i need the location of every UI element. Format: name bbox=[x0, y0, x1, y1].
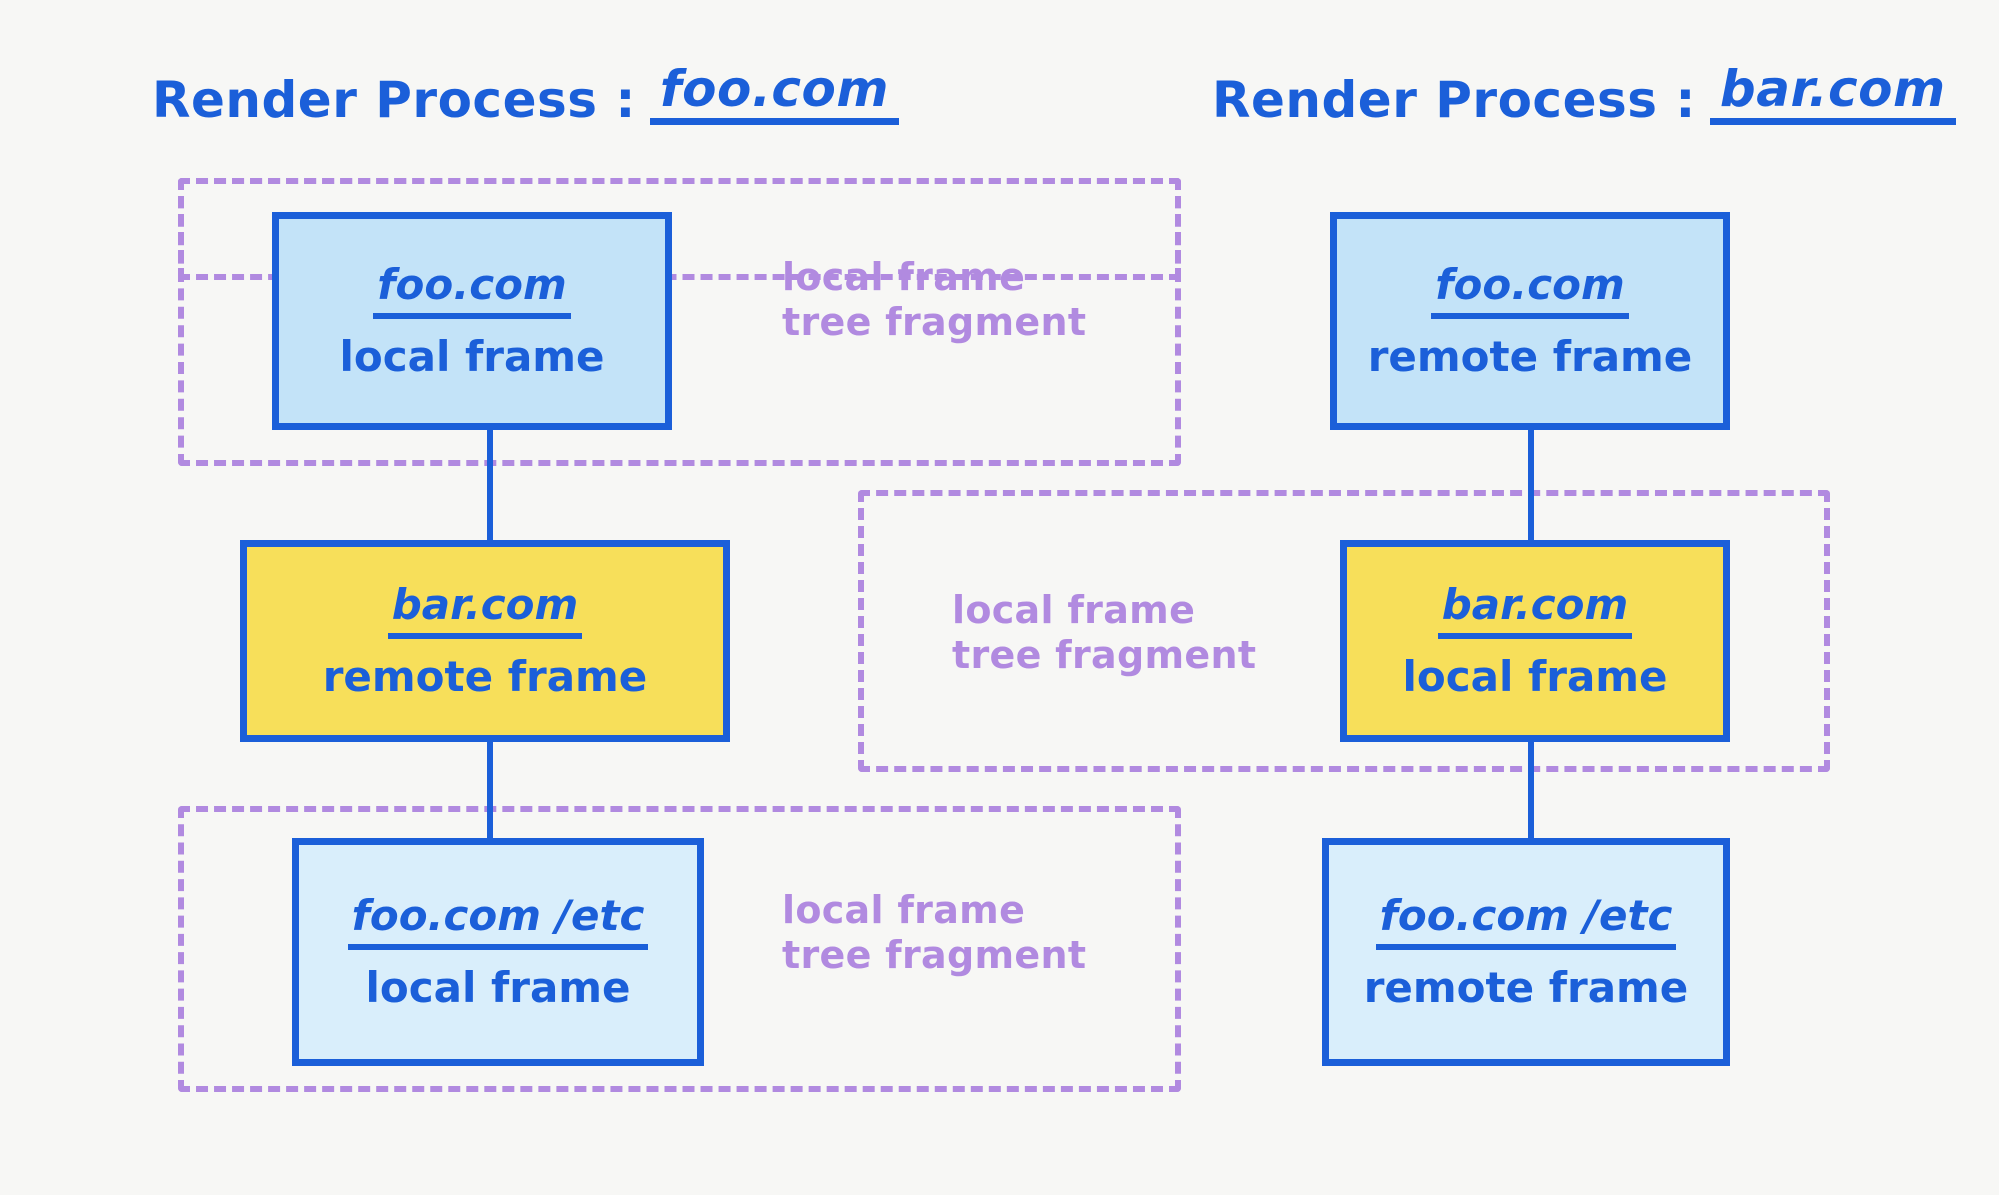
frame-origin: bar.com bbox=[1437, 583, 1633, 639]
frame-origin: bar.com bbox=[387, 583, 583, 639]
frame-kind: remote frame bbox=[1363, 962, 1689, 1012]
frame-box-right-fooetc-remote[interactable]: foo.com /etc remote frame bbox=[1322, 838, 1730, 1066]
connector-right-2-3 bbox=[1528, 740, 1534, 840]
fragment-label-left-top: local frame tree fragment bbox=[782, 255, 1087, 344]
process-title-left-host: foo.com bbox=[649, 48, 904, 125]
fragment-label-middle: local frame tree fragment bbox=[952, 588, 1257, 677]
fragment-region-left-top-box bbox=[178, 178, 1181, 466]
process-title-right: Render Process : bar.com bbox=[1212, 48, 1960, 129]
frame-box-right-bar-local[interactable]: bar.com local frame bbox=[1340, 540, 1730, 742]
frame-box-left-bar-remote[interactable]: bar.com remote frame bbox=[240, 540, 730, 742]
frame-kind: local frame bbox=[1402, 651, 1668, 701]
frame-origin: foo.com /etc bbox=[1375, 894, 1677, 950]
frame-origin: foo.com bbox=[373, 263, 571, 319]
frame-box-right-foo-remote[interactable]: foo.com remote frame bbox=[1330, 212, 1730, 430]
frame-origin: foo.com /etc bbox=[347, 894, 649, 950]
fragment-region-middle bbox=[858, 490, 1830, 772]
fragment-region-left-bottom bbox=[178, 806, 1181, 1092]
frame-origin: foo.com bbox=[1431, 263, 1629, 319]
connector-right-1-2 bbox=[1528, 430, 1534, 542]
process-title-left-label: Render Process : bbox=[152, 71, 636, 129]
frame-kind: local frame bbox=[339, 331, 605, 381]
process-title-left: Render Process : foo.com bbox=[152, 48, 904, 129]
frame-box-left-fooetc-local[interactable]: foo.com /etc local frame bbox=[292, 838, 704, 1066]
connector-left-1-2 bbox=[487, 430, 493, 542]
process-title-right-host: bar.com bbox=[1709, 48, 1960, 125]
frame-box-left-foo-local[interactable]: foo.com local frame bbox=[272, 212, 672, 430]
frame-kind: remote frame bbox=[322, 651, 648, 701]
connector-left-2-3 bbox=[487, 740, 493, 840]
fragment-label-left-bottom: local frame tree fragment bbox=[782, 888, 1087, 977]
frame-kind: local frame bbox=[365, 962, 631, 1012]
frame-kind: remote frame bbox=[1367, 331, 1693, 381]
process-title-right-label: Render Process : bbox=[1212, 71, 1696, 129]
